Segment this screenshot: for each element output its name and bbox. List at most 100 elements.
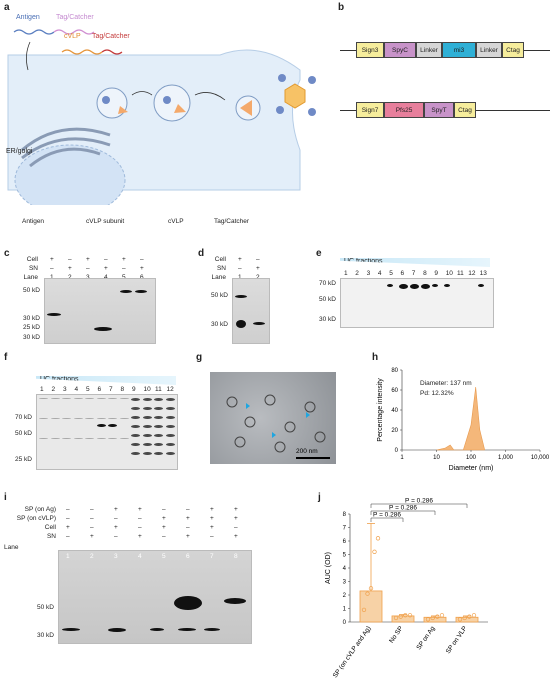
dls-annotation-diameter: Diameter: 137 nm (420, 380, 472, 387)
row-sign: – (90, 506, 94, 513)
band (253, 322, 265, 325)
lane-number: 4 (138, 553, 142, 560)
data-point (398, 614, 403, 619)
band (432, 284, 439, 287)
band (85, 418, 94, 419)
fraction-number: 12 (166, 386, 174, 393)
fraction-number: 8 (423, 270, 427, 277)
row-sign: – (138, 515, 142, 522)
band (154, 416, 163, 419)
marker-label: 50 kD (23, 287, 40, 294)
marker-label: 30 kD (37, 632, 54, 639)
fraction-number: 5 (389, 270, 393, 277)
construct-segment: Ctag (502, 42, 524, 58)
band (94, 327, 112, 331)
marker-label: 50 kD (15, 430, 32, 437)
band (73, 438, 83, 439)
cell-sign: + (238, 256, 242, 263)
panel-h-label: h (372, 352, 379, 363)
data-point (457, 617, 463, 622)
band (165, 443, 175, 446)
uc-fractions-gradient: UC fractions (340, 258, 490, 267)
band (178, 628, 196, 631)
y-tick-label: 6 (343, 539, 347, 545)
fraction-number: 9 (132, 386, 136, 393)
panel-a-label: a (4, 2, 10, 13)
band (96, 424, 106, 427)
row-sign: + (234, 515, 238, 522)
panel-i-label: i (4, 492, 7, 503)
bar (423, 616, 447, 623)
band (108, 424, 117, 427)
band (119, 438, 129, 439)
cell-sign: + (86, 256, 90, 263)
band (119, 418, 129, 419)
band (387, 284, 394, 287)
band (398, 284, 408, 289)
bar (359, 590, 383, 623)
band (421, 284, 431, 289)
cell-row-label: Cell (26, 256, 38, 263)
marker-label: 50 kD (211, 292, 228, 299)
fraction-number: 5 (86, 386, 90, 393)
tag-catcher-dna-label-2: Tag/Catcher (92, 33, 130, 40)
band (108, 628, 126, 632)
band (409, 284, 419, 289)
row-label: SN (46, 533, 56, 540)
band (165, 398, 175, 401)
band (108, 438, 117, 439)
lane-number: 8 (234, 553, 238, 560)
band (96, 438, 106, 439)
cvlp-icon (284, 83, 306, 109)
construct-segment: Sign3 (356, 42, 384, 58)
construct-2: Sign7 Pfs25 SpyT Ctag (356, 102, 476, 118)
band (477, 284, 484, 287)
marker-label: 30 kD (319, 316, 336, 323)
fraction-number: 12 (468, 270, 476, 277)
sn-sign: – (86, 265, 90, 272)
bar (455, 616, 479, 623)
sn-sign: + (140, 265, 144, 272)
band (108, 398, 117, 399)
band (174, 596, 202, 610)
band (39, 438, 48, 439)
band (142, 407, 152, 410)
fraction-number: 8 (120, 386, 125, 393)
marker-label: 70 kD (319, 280, 336, 287)
row-sign: – (138, 524, 142, 531)
row-sign: + (186, 515, 190, 522)
fraction-number: 1 (344, 270, 348, 277)
band (62, 628, 80, 631)
band (131, 416, 140, 419)
y-tick-label: 80 (391, 368, 398, 374)
band (165, 452, 175, 455)
band (50, 438, 60, 439)
row-sign: + (162, 524, 166, 531)
fraction-number: 11 (457, 270, 464, 277)
er-golgi-label: ER/golgi (6, 148, 33, 155)
panel-e-label: e (316, 248, 322, 259)
marker-label: 25 kD (15, 456, 32, 463)
row-sign: + (210, 524, 214, 531)
fraction-number: 6 (400, 270, 405, 277)
sn-sign: + (68, 265, 72, 272)
row-sign: – (234, 524, 238, 531)
fraction-number: 4 (74, 386, 79, 393)
data-point (375, 536, 381, 541)
row-sign: + (210, 506, 214, 513)
antigen-icon (163, 96, 171, 104)
legend-tag-catcher: Tag/Catcher (214, 218, 250, 225)
legend-antigen: Antigen (22, 218, 45, 225)
fraction-number: 9 (434, 270, 439, 277)
cvlp-subunit-icon (174, 104, 186, 113)
band (73, 398, 83, 399)
band (50, 418, 60, 419)
band (150, 628, 164, 631)
category-label: No SP (388, 625, 405, 644)
lane-number: 1 (66, 553, 70, 560)
y-tick-label: 60 (391, 388, 398, 394)
p-value-label: P = 0.286 (373, 512, 401, 519)
construct-segment: SpyC (384, 42, 416, 58)
y-tick-label: 8 (343, 512, 347, 518)
band (204, 628, 220, 631)
